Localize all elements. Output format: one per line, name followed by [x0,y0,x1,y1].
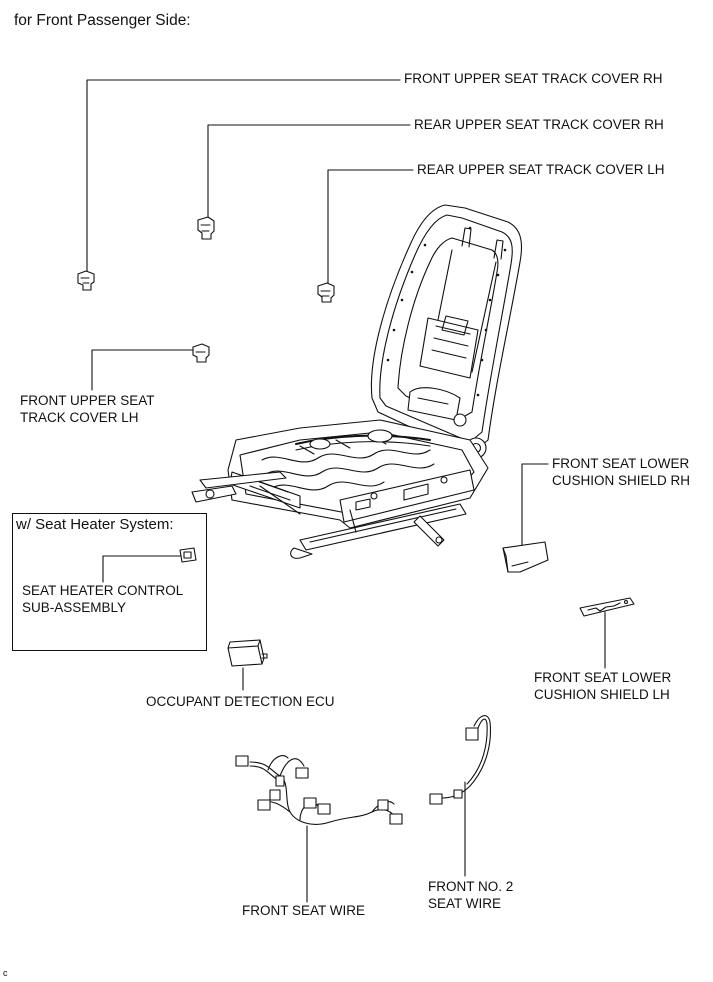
front-no2-seat-wire-icon [429,715,491,805]
label-front-no2-seat-wire-line2: SEAT WIRE [428,896,502,911]
occupant-detection-ecu-icon [227,639,268,667]
clip-rear-upper-lh-icon [317,282,335,303]
leader-rear-upper-lh [327,169,414,289]
leader-shield-rh [521,463,549,549]
clip-front-upper-lh-icon [192,343,210,363]
leader-lines [86,79,606,903]
seat-heater-control-icon [179,547,197,563]
seat-frame-illustration [191,204,523,559]
label-front-upper-seat-track-cover-rh: FRONT UPPER SEAT TRACK COVER RH [404,71,663,86]
label-front-upper-seat-track-cover-lh-line1: FRONT UPPER SEAT [20,393,155,408]
leader-heater-ctrl [102,555,188,583]
label-lower-cushion-shield-lh-line2: CUSHION SHIELD LH [534,687,670,702]
seat-heater-inset-box [12,513,207,651]
label-seat-heater-box-title: w/ Seat Heater System: [16,516,174,533]
leader-rear-upper-rh [207,124,411,223]
label-rear-upper-seat-track-cover-rh: REAR UPPER SEAT TRACK COVER RH [414,117,664,132]
lower-cushion-shield-rh-icon [502,541,549,573]
label-seat-heater-control-line1: SEAT HEATER CONTROL [22,583,184,598]
label-front-upper-seat-track-cover-lh-line2: TRACK COVER LH [20,410,139,425]
label-front-seat-wire: FRONT SEAT WIRE [242,903,366,918]
label-occupant-detection-ecu: OCCUPANT DETECTION ECU [146,694,335,709]
page-title: for Front Passenger Side: [14,12,191,29]
clip-rear-upper-rh-icon [197,216,215,240]
label-seat-heater-control-line2: SUB-ASSEMBLY [22,600,127,615]
label-lower-cushion-shield-rh-line1: FRONT SEAT LOWER [552,456,690,471]
label-lower-cushion-shield-lh-line1: FRONT SEAT LOWER [534,670,672,685]
label-lower-cushion-shield-rh-line2: CUSHION SHIELD RH [552,473,691,488]
leader-front-upper-rh [86,79,401,277]
clip-front-upper-rh-icon [77,270,95,291]
label-front-no2-seat-wire-line1: FRONT NO. 2 [428,879,514,894]
footer-code: c [3,968,8,978]
leader-front-upper-lh [91,349,196,391]
front-seat-wire-harness-icon [235,755,403,825]
label-rear-upper-seat-track-cover-lh: REAR UPPER SEAT TRACK COVER LH [417,162,665,177]
lower-cushion-shield-lh-icon [579,597,635,617]
